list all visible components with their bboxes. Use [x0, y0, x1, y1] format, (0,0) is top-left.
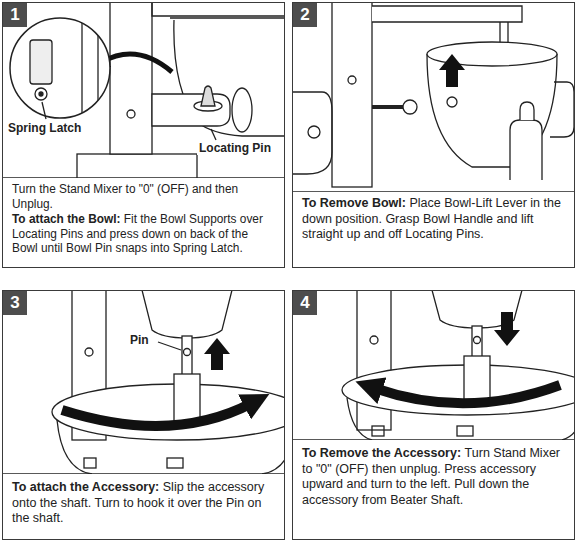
step-panel: To Remove the Accessory:Turn Stand Mixer… [292, 290, 575, 540]
step-caption: To attach the Accessory:Slip the accesso… [12, 480, 275, 527]
bowl-left [292, 92, 332, 174]
step-heading: To attach the Accessory: [12, 480, 159, 494]
step-panel: To attach the Accessory:Slip the accesso… [2, 290, 285, 540]
mixer-head [152, 2, 285, 16]
inset-detail [30, 12, 98, 122]
mixer-column [332, 2, 372, 187]
accessory-remove-figure [292, 290, 575, 440]
step-caption: To Remove Bowl:Place Bowl-Lift Lever in … [302, 196, 565, 243]
bowl-pin [447, 97, 457, 107]
bowl-lift-lever [372, 105, 404, 109]
step-number-badge: 4 [293, 291, 317, 315]
mixer-head [372, 6, 522, 22]
inset-detail [39, 92, 43, 96]
step-text: Turn the Stand Mixer to "0" (OFF) and th… [12, 182, 272, 212]
leader-line [42, 102, 46, 119]
bowl-attach-figure [2, 2, 285, 178]
step-heading: To attach the Bowl: [12, 212, 121, 226]
step-number-badge: 2 [293, 3, 317, 27]
bowl-bracket [84, 458, 96, 468]
bowl-bracket [457, 426, 473, 436]
shaft-pin [474, 337, 481, 344]
lever-knob [403, 100, 417, 114]
bowl-bracket [167, 458, 183, 468]
finger [520, 102, 534, 120]
bowl-handle [550, 82, 574, 137]
inset-detail [30, 40, 52, 84]
caption-rule [292, 191, 575, 192]
up-arrow [439, 54, 465, 87]
part-label: Locating Pin [197, 141, 273, 155]
leader-line [158, 342, 181, 350]
caption-rule [2, 177, 285, 178]
down-arrow [494, 312, 520, 346]
turn-arrow [62, 403, 252, 426]
mixer-base [77, 154, 197, 178]
screw [348, 76, 356, 84]
leader-line [211, 129, 216, 140]
turn-arrow [374, 385, 560, 403]
bowl-bracket [372, 426, 384, 436]
mixer-column [110, 2, 152, 154]
accessory-collar [174, 374, 200, 424]
step-number-badge: 3 [3, 291, 27, 315]
step-panel: To Remove Bowl:Place Bowl-Lift Lever in … [292, 2, 575, 268]
step-number-badge: 1 [3, 3, 27, 27]
step-panel: Turn the Stand Mixer to "0" (OFF) and th… [2, 2, 285, 268]
caption-rule [2, 473, 285, 474]
bowl-rim [342, 365, 575, 415]
part-label: Spring Latch [6, 121, 83, 135]
mixer-head [142, 290, 232, 338]
bowl-rim [52, 384, 285, 440]
bowl-pin [308, 126, 320, 138]
step-number: 2 [300, 5, 309, 25]
accessory-attach-figure [2, 290, 285, 474]
part-label: Pin [128, 333, 151, 347]
step-number: 4 [300, 293, 309, 313]
move-arrow [102, 54, 172, 72]
support-disc [232, 88, 252, 132]
locating-pin [201, 86, 215, 106]
step-caption: Turn the Stand Mixer to "0" (OFF) and th… [12, 182, 275, 256]
hand [510, 120, 542, 180]
step-heading: To Remove the Accessory: [302, 446, 461, 460]
accessory-collar [464, 356, 490, 400]
step-heading: To Remove Bowl: [302, 196, 406, 210]
bowl-remove-figure [292, 2, 575, 192]
step-caption: To Remove the Accessory:Turn Stand Mixer… [302, 446, 565, 509]
inset-detail [82, 12, 98, 122]
up-arrow [204, 338, 230, 370]
detail-inset [10, 18, 110, 118]
step-number: 3 [10, 293, 19, 313]
step-number: 1 [10, 5, 19, 25]
screw [127, 110, 135, 118]
caption-rule [292, 439, 575, 440]
bowl-rim [170, 17, 285, 18]
bowl-support [152, 94, 230, 126]
inset-detail [35, 88, 47, 100]
screw [370, 336, 378, 344]
screw [85, 348, 93, 356]
shaft-pin [184, 349, 191, 356]
